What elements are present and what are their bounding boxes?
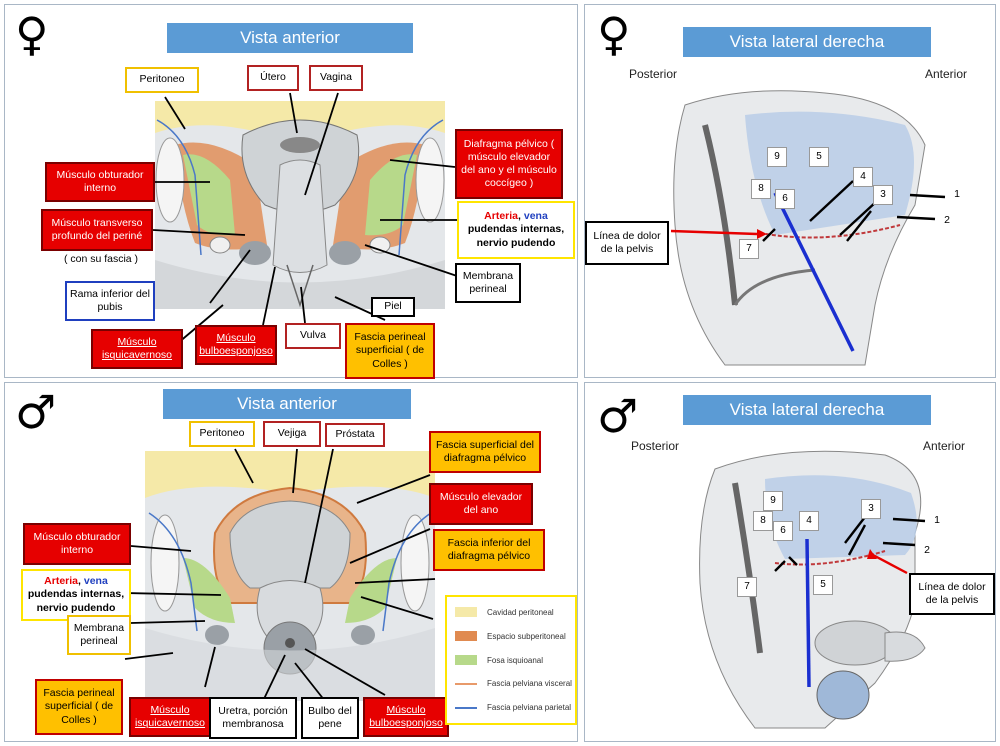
panel-title: Vista anterior <box>167 23 413 53</box>
label-membrana-perineal: Membrana perineal <box>67 615 131 655</box>
label-fascia-inferior: Fascia inferior del diafragma pélvico <box>433 529 545 571</box>
legend-label: Espacio subperitoneal <box>487 631 566 641</box>
label-vagina: Vagina <box>309 65 363 91</box>
arteria-text: Arteria <box>44 575 79 588</box>
male-symbol: ♂ <box>597 389 639 443</box>
number-1: 1 <box>954 188 960 201</box>
label-arteria-vena-pudendas: Arteria, vena pudendas internas, nervio … <box>457 201 575 259</box>
legend-item: Fosa isquioanal <box>455 655 543 665</box>
number-7: 7 <box>737 577 757 597</box>
number-2: 2 <box>924 544 930 557</box>
male-lateral-illustration <box>699 450 926 729</box>
label-fascia-colles: Fascia perineal superficial ( de Colles … <box>345 323 435 379</box>
label-uretra-membranosa: Uretra, porción membranosa <box>209 697 297 739</box>
label-bulboesponjoso: Músculo bulboesponjoso <box>363 697 449 737</box>
label-obturador-interno: Músculo obturador interno <box>45 162 155 202</box>
isquio-text: Músculo isquicavernoso <box>101 335 173 361</box>
panel-male-lateral: ♂ Vista lateral derecha Posterior Anteri… <box>584 382 996 742</box>
arteria-text: Arteria <box>484 210 519 223</box>
label-piel: Piel <box>371 297 415 317</box>
number-7: 7 <box>739 239 759 259</box>
label-isquicavernoso: Músculo isquicavernoso <box>91 329 183 369</box>
label-membrana-perineal: Membrana perineal <box>455 263 521 303</box>
legend-label: Fascia pelviana visceral <box>487 679 572 688</box>
number-8: 8 <box>753 511 773 531</box>
legend-swatch <box>455 655 477 665</box>
number-6: 6 <box>773 521 793 541</box>
vena-text: vena <box>83 575 108 588</box>
comma: , <box>518 210 521 223</box>
number-4: 4 <box>853 167 873 187</box>
label-peritoneo: Peritoneo <box>189 421 255 447</box>
comma: , <box>78 575 81 588</box>
label-diafragma-pelvico: Diafragma pélvico ( músculo elevador del… <box>455 129 563 199</box>
label-isquicavernoso: Músculo isquicavernoso <box>129 697 211 737</box>
male-symbol: ♂ <box>15 385 57 439</box>
label-linea-dolor: Línea de dolor de la pelvis <box>585 221 669 265</box>
panel-female-lateral: ♀ Vista lateral derecha Posterior Anteri… <box>584 4 996 378</box>
number-5: 5 <box>813 575 833 595</box>
anterior-label: Anterior <box>925 67 968 81</box>
legend-swatch <box>455 706 477 709</box>
number-5: 5 <box>809 147 829 167</box>
female-symbol: ♀ <box>15 7 49 61</box>
label-vulva: Vulva <box>285 323 341 349</box>
number-4: 4 <box>799 511 819 531</box>
label-fascia-colles: Fascia perineal superficial ( de Colles … <box>35 679 123 735</box>
number-6: 6 <box>775 189 795 209</box>
label-obturador-interno: Músculo obturador interno <box>23 523 131 565</box>
panel-title: Vista lateral derecha <box>683 27 931 57</box>
vena-text: vena <box>523 210 548 223</box>
legend-item: Fascia pelviana visceral <box>455 679 572 688</box>
number-1: 1 <box>934 514 940 527</box>
label-bulboesponjoso: Músculo bulboesponjoso <box>195 325 277 365</box>
legend-item: Cavidad peritoneal <box>455 607 554 617</box>
number-2: 2 <box>944 214 950 227</box>
label-vejiga: Vejiga <box>263 421 321 447</box>
legend-label: Fosa isquioanal <box>487 655 544 665</box>
legend-swatch <box>455 607 477 617</box>
anterior-label: Anterior <box>923 439 966 453</box>
female-anterior-illustration <box>152 92 461 344</box>
label-bulbo-pene: Bulbo del pene <box>301 697 359 739</box>
number-8: 8 <box>751 179 771 199</box>
legend-item: Fascia pelviana parietal <box>455 703 571 712</box>
label-con-su-fascia: ( con su fascia ) <box>63 253 139 266</box>
label-utero: Útero <box>247 65 299 91</box>
label-prostata: Próstata <box>325 423 385 447</box>
legend-label: Fascia pelviana parietal <box>487 703 572 712</box>
panel-male-anterior: ♂ Vista anterior <box>4 382 578 742</box>
posterior-label: Posterior <box>629 67 678 81</box>
label-arteria-vena-pudendas: Arteria, vena pudendas internas, nervio … <box>21 569 131 621</box>
posterior-label: Posterior <box>631 439 680 453</box>
label-peritoneo: Peritoneo <box>125 67 199 93</box>
legend-swatch <box>455 631 477 641</box>
label-elevador-ano: Músculo elevador del ano <box>429 483 533 525</box>
female-symbol: ♀ <box>597 7 631 61</box>
legend-swatch <box>455 682 477 685</box>
number-9: 9 <box>763 491 783 511</box>
number-9: 9 <box>767 147 787 167</box>
number-3: 3 <box>873 185 893 205</box>
legend-label: Cavidad peritoneal <box>487 607 554 617</box>
number-3: 3 <box>861 499 881 519</box>
panel-title: Vista anterior <box>163 389 411 419</box>
female-lateral-illustration <box>670 90 946 366</box>
label-rama-inferior-pubis: Rama inferior del pubis <box>65 281 155 321</box>
panel-title: Vista lateral derecha <box>683 395 931 425</box>
male-anterior-illustration <box>124 448 436 702</box>
pudendas-text: pudendas internas, nervio pudendo <box>27 588 125 614</box>
label-linea-dolor: Línea de dolor de la pelvis <box>909 573 995 615</box>
label-fascia-superficial: Fascia superficial del diafragma pélvico <box>429 431 541 473</box>
pudendas-text: pudendas internas, nervio pudendo <box>467 223 565 249</box>
panel-female-anterior: ♀ Vista anterior <box>4 4 578 379</box>
label-transverso-profundo: Músculo transverso profundo del periné <box>41 209 153 251</box>
legend-item: Espacio subperitoneal <box>455 631 566 641</box>
